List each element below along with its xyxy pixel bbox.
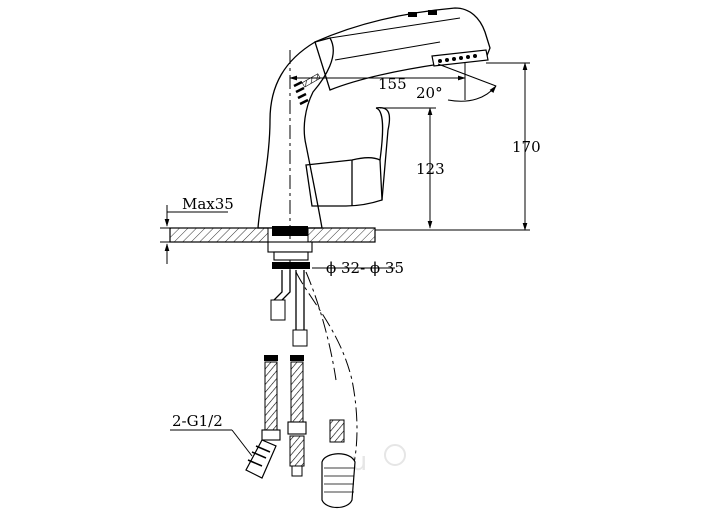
callout-hose-thread: 2-G1/2: [170, 412, 253, 457]
spout-reach-label: 155: [378, 75, 407, 93]
deck-thickness-label: Max35: [182, 195, 234, 213]
pullout-hose-weight: [295, 271, 358, 509]
dimension-spray-angle: 20°: [416, 63, 497, 102]
hose-thread-label: 2-G1/2: [172, 412, 223, 430]
dimension-total-height: 170: [375, 62, 541, 231]
dimension-spout-reach: 155: [289, 62, 466, 100]
dimension-handle-height: 123: [380, 107, 445, 229]
handle-height-label: 123: [416, 160, 445, 178]
supply-hoses: [245, 270, 308, 479]
total-height-label: 170: [512, 138, 541, 156]
spray-nozzles: [438, 54, 477, 63]
spray-angle-label: 20°: [416, 84, 443, 102]
dimension-deck-thickness: Max35: [160, 195, 270, 264]
mounting-hole-label: ϕ 32- ϕ 35: [326, 259, 404, 277]
dimension-mounting-hole: ϕ 32- ϕ 35: [312, 259, 404, 277]
mounting-nut: [267, 226, 313, 269]
